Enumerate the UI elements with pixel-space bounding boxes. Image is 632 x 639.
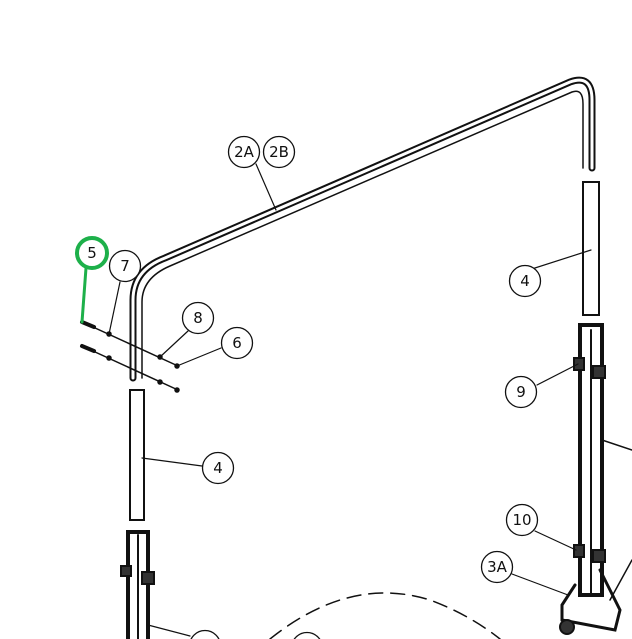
callout-2b: 2B	[262, 135, 296, 169]
callout-11: 11	[293, 631, 321, 639]
callout-label: 5	[87, 244, 97, 262]
callout-3a: 3A	[480, 550, 514, 584]
callout-2a: 2A	[227, 135, 261, 169]
callout-circle	[480, 550, 514, 584]
callout-circle	[293, 631, 321, 639]
callout-8: 8	[181, 301, 215, 335]
callout-circle	[508, 264, 542, 298]
callout-label: 1	[200, 637, 210, 639]
callout-label: 3A	[487, 558, 508, 576]
callout-4-left: 4	[201, 451, 235, 485]
callout-circle	[220, 326, 254, 360]
callout-label: 7	[120, 257, 130, 275]
dashed-arc	[269, 592, 501, 639]
callout-5: 5	[75, 236, 109, 270]
callout-label: 4	[213, 459, 223, 477]
callout-circle	[190, 629, 220, 639]
callout-9: 9	[504, 375, 538, 409]
callout-label: 9	[516, 383, 526, 401]
callout-label: 4	[520, 272, 530, 290]
callout-circle	[108, 249, 142, 283]
callout-label: 6	[232, 334, 242, 352]
callout-label: 8	[193, 309, 203, 327]
left-upright-tube	[120, 389, 155, 639]
callout-label: 2A	[234, 143, 255, 161]
highlight-leader	[80, 266, 88, 324]
callout-label: 10	[512, 511, 531, 529]
callout-label: 2B	[269, 143, 289, 161]
callout-circle	[201, 451, 235, 485]
callout-circle	[262, 135, 296, 169]
top-frame-tube	[129, 76, 596, 382]
callout-7: 7	[108, 249, 142, 283]
callout-circle	[181, 301, 215, 335]
callout-10: 10	[505, 503, 539, 537]
callout-circle	[227, 135, 261, 169]
callout-4-right: 4	[508, 264, 542, 298]
callout-circle	[75, 236, 109, 270]
right-upright-tube	[559, 181, 632, 635]
bolts	[80, 320, 180, 393]
callout-6: 6	[220, 326, 254, 360]
callout-circle	[505, 503, 539, 537]
callout-1: 1	[190, 629, 220, 639]
callout-circle	[504, 375, 538, 409]
